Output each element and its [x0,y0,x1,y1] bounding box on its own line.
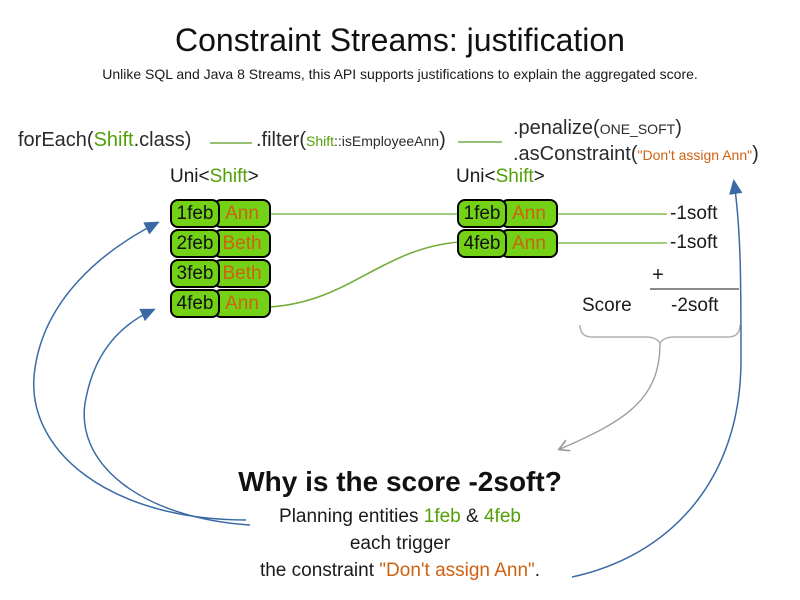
shift-employee-cell: Beth [213,259,271,288]
entity-ref-1feb: 1feb [423,506,461,527]
shift-date-cell: 4feb [457,229,507,258]
score-value: -2soft [671,295,719,316]
shift-employee-cell: Ann [500,199,558,228]
shift-date-cell: 4feb [170,289,220,318]
left-stream-table: 1feb Ann 2feb Beth 3feb Beth 4feb Ann [170,199,271,319]
penalize-arg: ONE_SOFT [599,121,676,137]
filter-prefix: .filter( [256,129,306,151]
table-row: 1feb Ann [457,199,558,228]
entity-ref-4feb: 4feb [483,506,521,527]
table-row: 3feb Beth [170,259,271,288]
penalty-label: -1soft [670,203,718,224]
page-title: Constraint Streams: justification [175,22,625,58]
shift-date-cell: 2feb [170,229,220,258]
foreach-suffix: .class) [133,129,192,151]
foreach-prefix: forEach( [18,129,94,151]
explanation-line3: the constraint "Don't assign Ann". [259,560,541,581]
shift-employee-cell: Ann [213,289,271,318]
shift-employee-cell: Ann [500,229,558,258]
code-asconstraint: .asConstraint("Don't assign Ann") [513,143,759,166]
filter-arg-rest: ::isEmployeeAnn [334,133,440,149]
asconstraint-arg: "Don't assign Ann" [637,147,753,163]
asconstraint-suffix: ) [752,143,759,165]
filter-suffix: ) [439,129,446,151]
shift-employee-cell: Beth [213,229,271,258]
constraint-name-ref: "Don't assign Ann" [379,560,535,581]
shift-date-cell: 1feb [457,199,507,228]
right-stream-type-label: Uni<Shift> [456,166,545,187]
foreach-class: Shift [93,129,134,151]
filter-arg-class: Shift [306,133,335,149]
asconstraint-prefix: .asConstraint( [513,143,638,165]
explanation-line1: Planning entities 1feb & 4feb [279,506,521,527]
shift-date-cell: 3feb [170,259,220,288]
shift-date-cell: 1feb [170,199,220,228]
right-stream-table: 1feb Ann 4feb Ann [457,199,558,259]
code-penalize: .penalize(ONE_SOFT) [513,117,682,140]
code-foreach: forEach(Shift.class) [18,129,191,152]
left-stream-type-label: Uni<Shift> [170,166,259,187]
connector-4feb-to-right [268,241,460,308]
plus-sign: + [652,264,664,286]
shift-employee-cell: Ann [213,199,271,228]
penalty-label: -1soft [670,232,718,253]
score-to-why-arrow [560,342,661,449]
table-row: 1feb Ann [170,199,271,228]
table-row: 2feb Beth [170,229,271,258]
explanation-heading: Why is the score -2soft? [238,466,562,497]
penalize-prefix: .penalize( [513,117,600,139]
table-row: 4feb Ann [170,289,271,318]
explanation-line2: each trigger [349,533,451,554]
code-filter: .filter(Shift::isEmployeeAnn) [256,129,446,152]
score-brace [579,324,741,345]
page-subtitle: Unlike SQL and Java 8 Streams, this API … [102,66,698,82]
table-row: 4feb Ann [457,229,558,258]
penalize-suffix: ) [675,117,682,139]
score-label: Score [582,295,632,316]
